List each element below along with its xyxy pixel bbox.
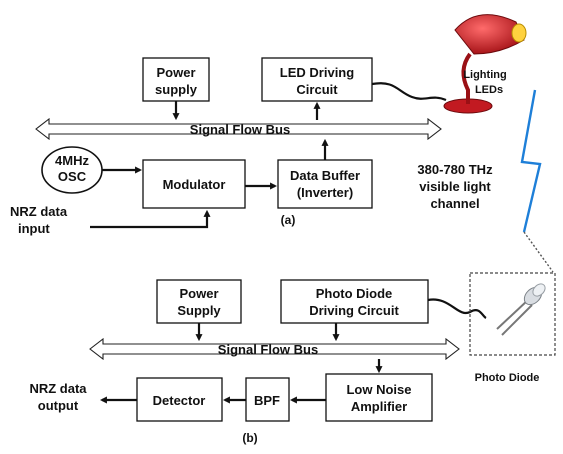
channel-line2: visible light xyxy=(419,179,491,194)
rx-power-supply-line2: Supply xyxy=(177,303,221,318)
receiver-section: Power Supply Photo Diode Driving Circuit… xyxy=(29,272,556,445)
nrz-input-line2: input xyxy=(18,221,50,236)
light-channel-bolt-icon xyxy=(520,89,542,233)
nrz-input-arrow xyxy=(90,209,211,229)
photo-diode-icon xyxy=(469,272,556,356)
oscillator-line2: OSC xyxy=(58,169,87,184)
rx-bus-label: Signal Flow Bus xyxy=(218,342,318,357)
rx-signal-flow-bus: Signal Flow Bus xyxy=(89,337,460,361)
nrz-output-line1: NRZ data xyxy=(29,381,87,396)
led-cable xyxy=(371,82,447,102)
pd-driving-line2: Driving Circuit xyxy=(309,303,399,318)
modulator-label: Modulator xyxy=(163,177,226,192)
tx-power-supply-line2: supply xyxy=(155,82,198,97)
low-noise-amplifier-block: Low Noise Amplifier xyxy=(325,373,433,422)
led-driving-circuit-block: LED Driving Circuit xyxy=(261,57,373,102)
led-driving-line1: LED Driving xyxy=(280,65,354,80)
lamp-label-line2: LEDs xyxy=(475,84,503,96)
photo-diode-cable xyxy=(427,298,487,319)
rx-power-supply-block: Power Supply xyxy=(156,279,242,324)
lna-line2: Amplifier xyxy=(351,399,407,414)
oscillator-line1: 4MHz xyxy=(55,153,89,168)
data-buffer-line2: (Inverter) xyxy=(297,185,353,200)
pd-driving-line1: Photo Diode xyxy=(316,286,393,301)
tx-caption: (a) xyxy=(281,213,296,227)
photo-diode-driving-block: Photo Diode Driving Circuit xyxy=(280,279,429,324)
bpf-block: BPF xyxy=(245,377,290,422)
light-channel-trace xyxy=(523,231,554,273)
data-buffer-block: Data Buffer (Inverter) xyxy=(277,159,373,209)
lighting-led-lamp-icon xyxy=(443,14,527,114)
photo-diode-label: Photo Diode xyxy=(475,372,540,384)
rx-caption: (b) xyxy=(242,431,257,445)
rx-power-supply-line1: Power xyxy=(179,286,218,301)
tx-bus-label: Signal Flow Bus xyxy=(190,122,290,137)
channel-line3: channel xyxy=(430,196,479,211)
nrz-input-line1: NRZ data xyxy=(10,204,68,219)
detector-block: Detector xyxy=(136,377,223,422)
modulator-block: Modulator xyxy=(142,159,246,209)
led-driving-line2: Circuit xyxy=(296,82,338,97)
data-buffer-line1: Data Buffer xyxy=(290,168,360,183)
bpf-label: BPF xyxy=(254,393,280,408)
tx-power-supply-block: Power supply xyxy=(142,57,210,102)
transmitter-section: Power supply LED Driving Circuit Signal … xyxy=(10,57,447,236)
oscillator-block: 4MHz OSC xyxy=(41,146,103,194)
channel-section: Lighting LEDs 380-780 THz visible light … xyxy=(417,14,554,273)
lna-line1: Low Noise xyxy=(346,382,411,397)
tx-signal-flow-bus: Signal Flow Bus xyxy=(35,117,442,141)
tx-power-supply-line1: Power xyxy=(156,65,195,80)
lamp-label-line1: Lighting xyxy=(463,69,506,81)
nrz-output-line2: output xyxy=(38,398,79,413)
detector-label: Detector xyxy=(153,393,206,408)
channel-line1: 380-780 THz xyxy=(417,162,493,177)
